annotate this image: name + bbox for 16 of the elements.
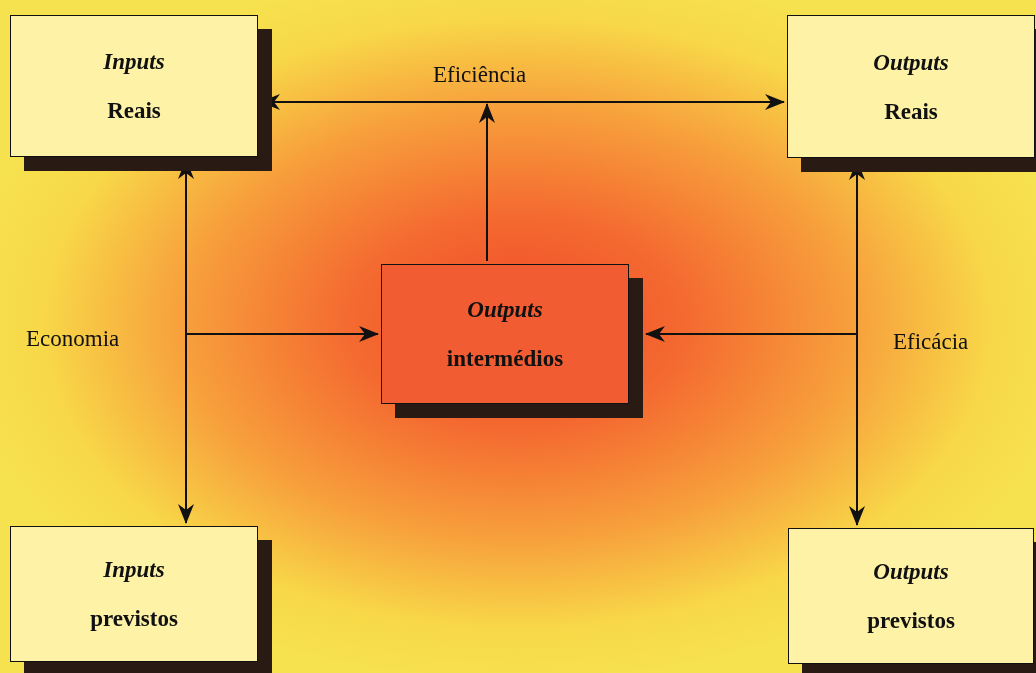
- box-heading: Inputs: [103, 50, 165, 73]
- edge-label: Eficiência: [433, 62, 527, 88]
- arrow: [645, 326, 858, 342]
- box-text: Reais: [107, 99, 161, 122]
- arrow: [185, 326, 379, 342]
- edge-label: Eficácia: [893, 329, 969, 355]
- box-heading: Outputs: [873, 560, 949, 583]
- box-heading: Outputs: [467, 298, 543, 321]
- arrow: [479, 103, 495, 262]
- box-text: previstos: [867, 609, 955, 632]
- box-heading: Outputs: [873, 50, 949, 74]
- box-text: intermédios: [446, 347, 564, 370]
- box-text: Reais: [884, 99, 938, 123]
- box-text: previstos: [90, 607, 178, 630]
- edge-label: Economia: [26, 326, 120, 352]
- box-heading: Inputs: [103, 558, 165, 581]
